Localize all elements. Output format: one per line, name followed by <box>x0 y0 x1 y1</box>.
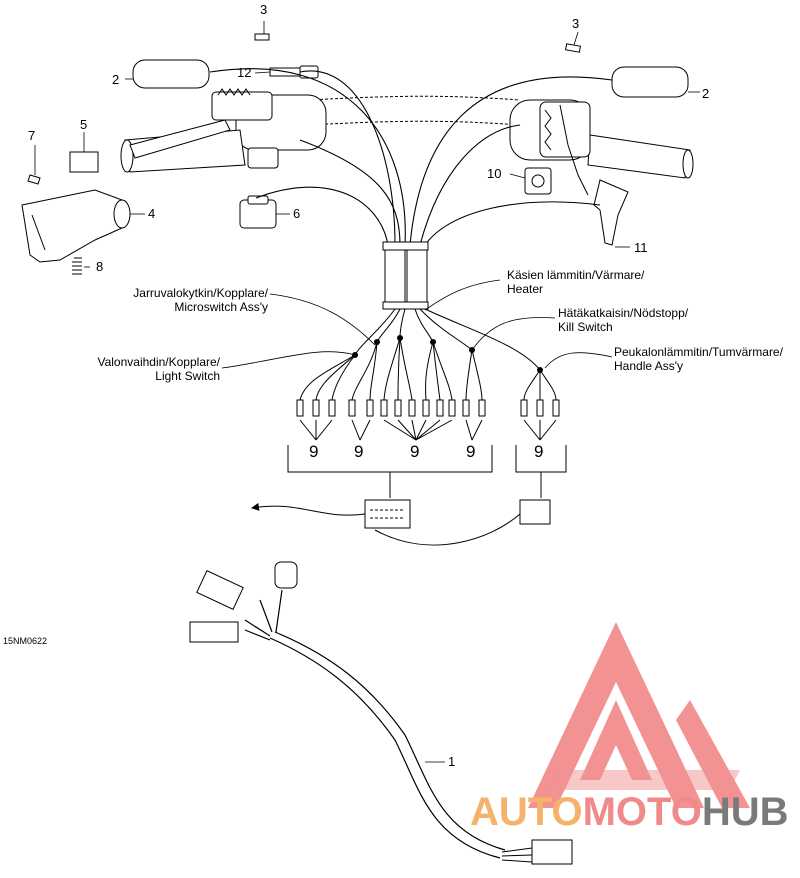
callout-4: 4 <box>148 206 156 221</box>
diagram-code: 15NM0622 <box>3 636 48 646</box>
callout-1: 1 <box>448 754 456 769</box>
bolt-12 <box>269 65 319 79</box>
label-light-switch: Valonvaihdin/Kopplare/ Light Switch <box>70 355 220 383</box>
part-10 <box>524 167 552 195</box>
callout-11: 11 <box>634 240 648 255</box>
label-light-switch-line2: Light Switch <box>155 369 220 383</box>
wires-lower <box>354 308 541 371</box>
watermark-moto: MOTO <box>582 790 702 834</box>
callout-8: 8 <box>96 259 104 274</box>
wire-bundle <box>382 241 429 310</box>
callout-9-a: 9 <box>309 442 319 461</box>
callout-3-right: 3 <box>572 16 580 31</box>
pin-left <box>254 33 270 41</box>
watermark-logo <box>528 622 750 808</box>
label-brake-switch-line2: Microswitch Ass'y <box>174 300 268 314</box>
leader-lines <box>34 21 700 763</box>
callout-6: 6 <box>293 206 301 221</box>
label-thumb-warmer: Peukalonlämmitin/Tumvärmare/ Handle Ass'… <box>614 345 783 373</box>
label-kill-switch-line2: Kill Switch <box>558 320 613 334</box>
label-light-switch-line1: Valonvaihdin/Kopplare/ <box>97 355 220 369</box>
terminals <box>299 337 557 401</box>
main-harness <box>244 589 506 859</box>
wire-dots <box>352 335 543 373</box>
callout-10: 10 <box>487 166 502 181</box>
watermark-text: AUTOMOTOHUB <box>470 790 789 835</box>
callout-9-lines <box>287 419 567 498</box>
lever-11 <box>593 179 629 246</box>
label-brake-switch-line1: Jarruvalokytkin/Kopplare/ <box>133 286 268 300</box>
callout-2-left: 2 <box>112 72 120 87</box>
watermark-auto: AUTO <box>470 790 583 834</box>
wires-upper <box>209 68 613 246</box>
callout-9-e: 9 <box>534 442 544 461</box>
callout-7: 7 <box>28 128 36 143</box>
label-heater-line2: Heater <box>507 282 544 296</box>
watermark-hub: HUB <box>701 790 789 834</box>
switch-6 <box>239 195 277 229</box>
callout-3-left: 3 <box>260 2 268 17</box>
label-brake-switch: Jarruvalokytkin/Kopplare/ Microswitch As… <box>100 286 268 314</box>
callout-2-right: 2 <box>702 86 710 101</box>
screw-7 <box>27 174 41 185</box>
right-controls <box>539 101 591 196</box>
label-heater-line1: Käsien lämmitin/Värmare/ <box>507 268 645 282</box>
callout-12: 12 <box>237 65 252 80</box>
left-controls <box>129 88 279 169</box>
connector-wires <box>251 502 521 546</box>
housing-4 <box>21 189 131 263</box>
callout-5: 5 <box>80 117 88 132</box>
label-kill-switch-line1: Hätäkatkaisin/Nödstopp/ <box>558 306 689 320</box>
spring-8 <box>72 257 82 275</box>
connector-blocks <box>364 499 551 529</box>
label-kill-switch: Hätäkatkaisin/Nödstopp/ Kill Switch <box>558 306 688 334</box>
terminal-plugs <box>296 399 560 417</box>
label-heater: Käsien lämmitin/Värmare/ Heater <box>507 268 644 296</box>
callout-9-b: 9 <box>354 442 364 461</box>
label-thumb-warmer-line2: Handle Ass'y <box>614 359 683 373</box>
harness-connectors <box>189 561 573 865</box>
grip-right <box>611 66 689 98</box>
pin-right <box>565 43 581 53</box>
label-thumb-warmer-line1: Peukalonlämmitin/Tumvärmare/ <box>614 345 783 359</box>
callout-9-d: 9 <box>466 442 476 461</box>
plate-5 <box>69 151 99 173</box>
callout-9-c: 9 <box>410 442 420 461</box>
grip-left <box>132 59 210 89</box>
